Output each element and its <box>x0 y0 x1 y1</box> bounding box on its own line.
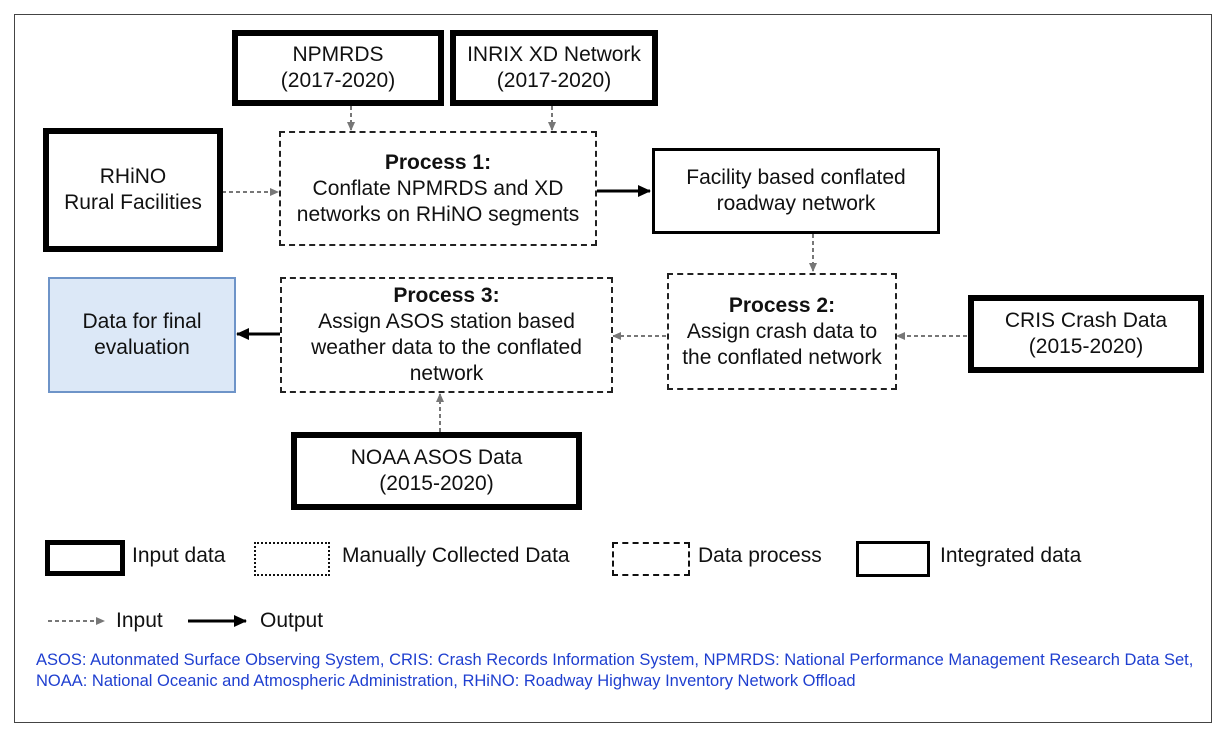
node-process3-line1: Assign ASOS station based <box>318 310 575 333</box>
node-process1-line2: networks on RHiNO segments <box>296 202 580 226</box>
footnote-abbreviations: ASOS: Autonmated Surface Observing Syste… <box>36 651 1194 690</box>
node-npmrds: NPMRDS (2017-2020) <box>232 30 444 106</box>
node-inrix: INRIX XD Network (2017-2020) <box>450 30 658 106</box>
legend-input-arrow-label: Input <box>116 609 163 632</box>
legend-manual-swatch <box>254 542 330 576</box>
legend-input-swatch <box>45 540 125 576</box>
node-process3-line2: weather data to the conflated <box>311 336 582 359</box>
legend-output-arrow-label: Output <box>260 609 324 632</box>
node-noaa-line2: (2015-2020) <box>379 472 494 495</box>
node-noaa-line1: NOAA ASOS Data <box>350 446 523 469</box>
node-final-evaluation: Data for final evaluation <box>48 277 236 393</box>
node-process2: Process 2: Assign crash data to the conf… <box>667 273 897 390</box>
node-conflated-line2: roadway network <box>716 192 876 215</box>
legend-process-label: Data process <box>698 544 822 567</box>
node-process1-title: Process 1: <box>384 150 492 174</box>
node-npmrds-line1: NPMRDS <box>292 43 384 66</box>
node-process1: Process 1: Conflate NPMRDS and XD networ… <box>279 131 597 246</box>
node-process3-title: Process 3: <box>393 284 500 307</box>
node-inrix-line2: (2017-2020) <box>496 69 612 92</box>
node-rhino-line1: RHiNO <box>99 165 167 188</box>
node-process1-line1: Conflate NPMRDS and XD <box>312 176 564 200</box>
node-noaa: NOAA ASOS Data (2015-2020) <box>291 432 582 510</box>
legend-process-swatch <box>612 542 690 576</box>
node-process3-line3: network <box>409 362 484 385</box>
node-npmrds-line2: (2017-2020) <box>280 69 396 92</box>
node-rhino: RHiNO Rural Facilities <box>43 128 223 252</box>
legend-integrated-swatch <box>856 541 930 577</box>
node-process3: Process 3: Assign ASOS station based wea… <box>280 277 613 393</box>
node-inrix-line1: INRIX XD Network <box>467 43 641 66</box>
node-rhino-line2: Rural Facilities <box>64 191 202 214</box>
figure-frame <box>14 14 1212 723</box>
legend-manual-label: Manually Collected Data <box>342 544 570 567</box>
node-cris-line2: (2015-2020) <box>1028 335 1144 358</box>
node-process2-line2: the conflated network <box>682 345 882 369</box>
node-process2-title: Process 2: <box>728 293 836 317</box>
node-final-line2: evaluation <box>94 336 190 359</box>
node-process2-line1: Assign crash data to <box>686 319 878 343</box>
node-cris-line1: CRIS Crash Data <box>1004 309 1168 332</box>
legend-input-label: Input data <box>132 544 226 567</box>
node-conflated-line1: Facility based conflated <box>686 166 906 189</box>
node-final-line1: Data for final <box>82 310 202 333</box>
legend-integrated-label: Integrated data <box>940 544 1082 567</box>
node-conflated-network: Facility based conflated roadway network <box>652 148 940 234</box>
node-cris: CRIS Crash Data (2015-2020) <box>968 295 1204 373</box>
